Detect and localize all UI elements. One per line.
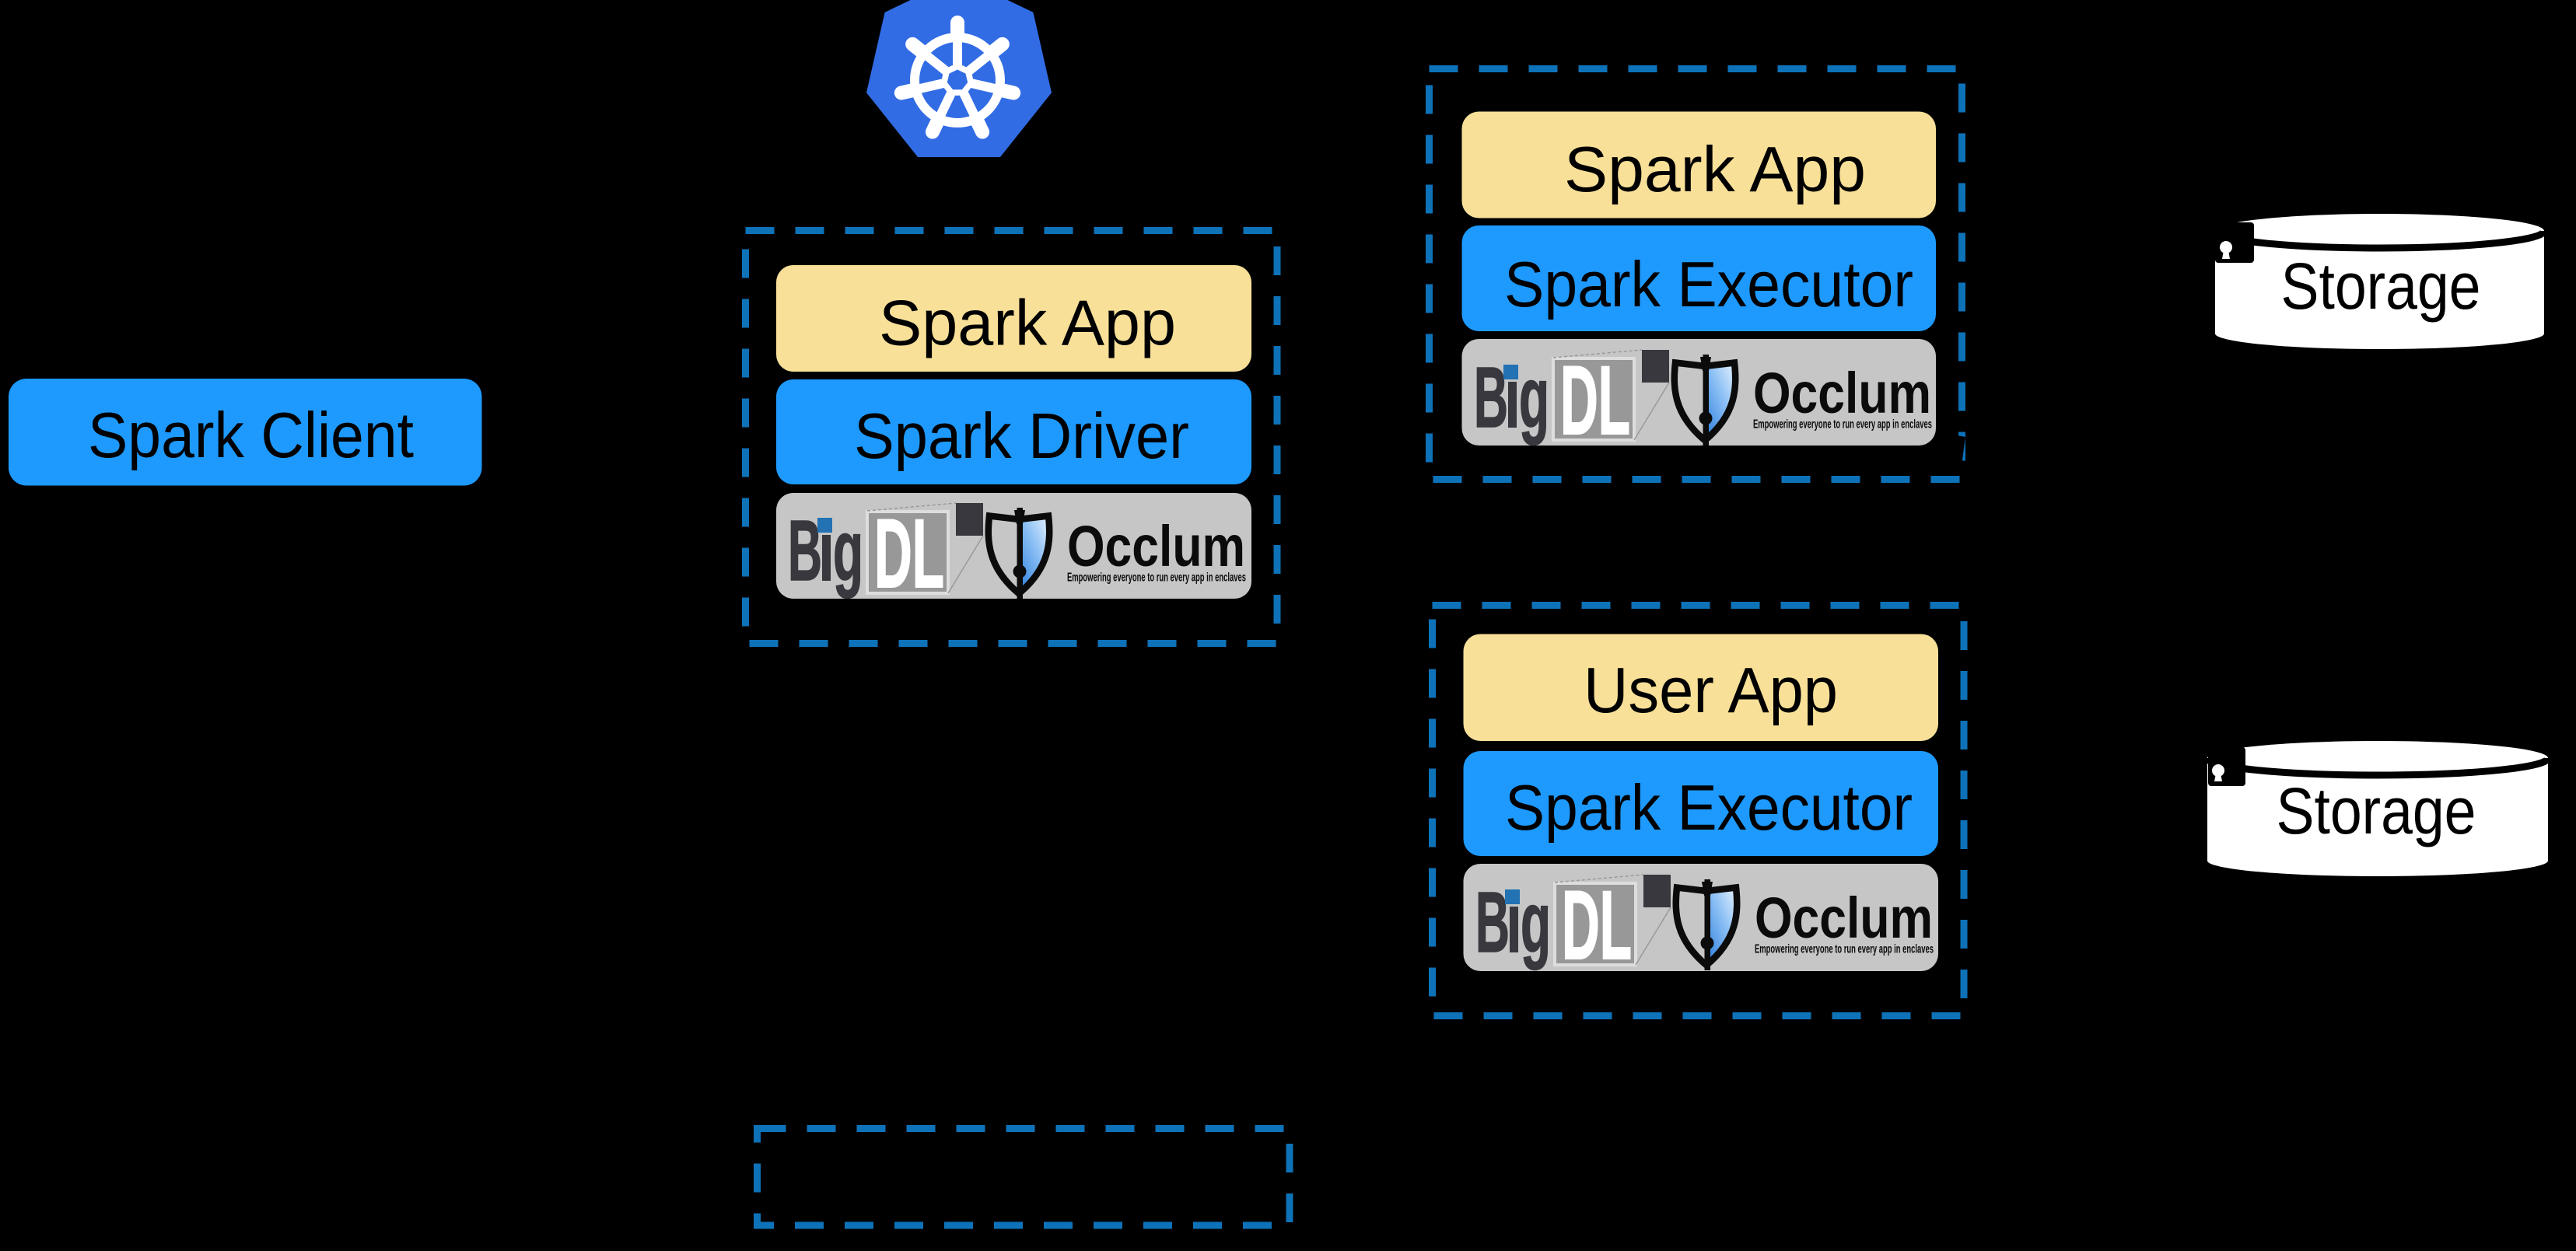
svg-text:Spark Executor: Spark Executor bbox=[1505, 771, 1913, 844]
svg-text:Storage: Storage bbox=[2281, 250, 2481, 323]
svg-text:User App: User App bbox=[1584, 654, 1838, 726]
svg-text:Spark Executor: Spark Executor bbox=[1504, 248, 1913, 320]
svg-text:Spark Client: Spark Client bbox=[88, 399, 414, 471]
svg-text:Spark Driver: Spark Driver bbox=[854, 400, 1189, 472]
svg-text:Storage: Storage bbox=[2277, 774, 2476, 847]
svg-text:Spark App: Spark App bbox=[1564, 133, 1866, 205]
svg-text:Spark App: Spark App bbox=[879, 287, 1176, 359]
